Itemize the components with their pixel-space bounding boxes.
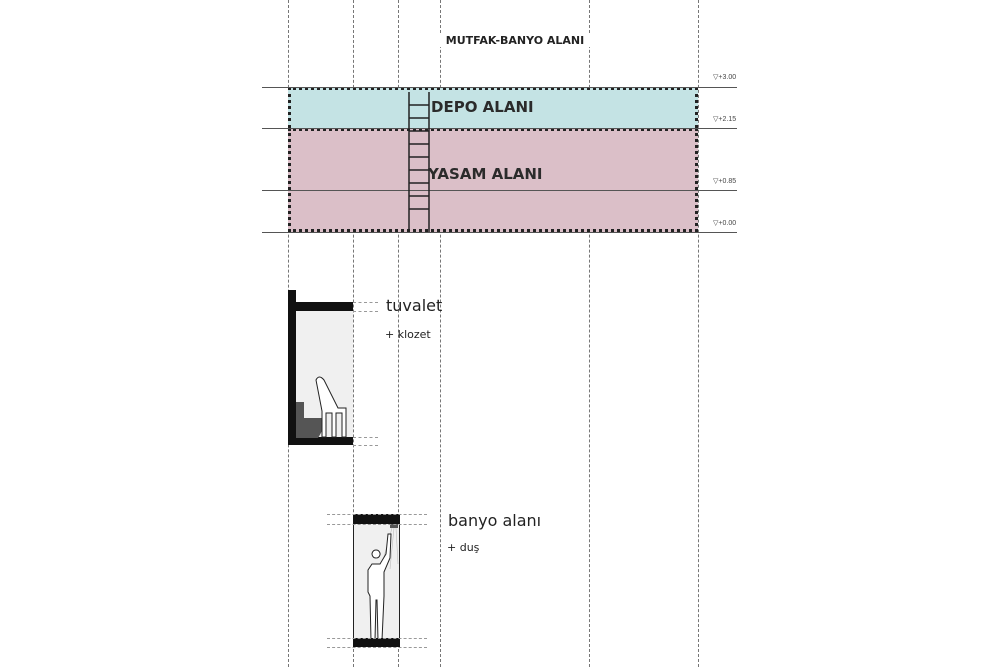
dimension-tick <box>353 445 378 446</box>
grid-line <box>698 0 699 667</box>
toilet-title: tuvalet <box>386 296 443 315</box>
grid-line <box>440 0 441 667</box>
shower-floor <box>353 638 400 647</box>
shower-ceiling <box>353 514 400 524</box>
level-label: +2.15 <box>718 116 737 123</box>
dimension-tick <box>327 514 427 515</box>
grid-line <box>398 0 399 667</box>
level-line <box>262 87 737 88</box>
level-label: +0.00 <box>718 220 737 227</box>
toilet-ceiling <box>288 302 353 311</box>
person-showering-icon <box>367 524 399 638</box>
toilet-floor <box>288 437 353 445</box>
yasam-zone <box>288 128 698 232</box>
depo-label: DEPO ALANI <box>431 98 534 116</box>
level-label: +0.85 <box>718 178 737 185</box>
toilet-wall <box>288 290 296 445</box>
level-line <box>262 128 737 129</box>
level-marker: ▽+0.85 <box>713 178 737 185</box>
grid-line <box>589 0 590 667</box>
level-marker: ▽+2.15 <box>713 116 737 123</box>
shower-title: banyo alanı <box>448 511 542 530</box>
dimension-tick <box>353 302 378 303</box>
shower-subtitle: + duş <box>447 541 480 554</box>
level-line <box>262 232 737 233</box>
yasam-label: YASAM ALANI <box>428 165 543 183</box>
depo-zone <box>288 87 698 128</box>
person-sitting-toilet-icon <box>296 376 347 438</box>
level-marker: ▽+3.00 <box>713 74 737 81</box>
toilet-subtitle: + klozet <box>385 328 431 341</box>
dimension-tick <box>327 638 427 639</box>
dimension-tick <box>353 437 378 438</box>
level-line <box>262 190 737 191</box>
dimension-tick <box>327 524 427 525</box>
grid-line <box>353 0 354 667</box>
level-marker: ▽+0.00 <box>713 220 737 227</box>
level-label: +3.00 <box>718 74 737 81</box>
dimension-tick <box>353 311 378 312</box>
ladder-icon <box>408 92 430 232</box>
dimension-tick <box>327 647 427 648</box>
diagram-title: MUTFAK-BANYO ALANI <box>440 34 590 47</box>
